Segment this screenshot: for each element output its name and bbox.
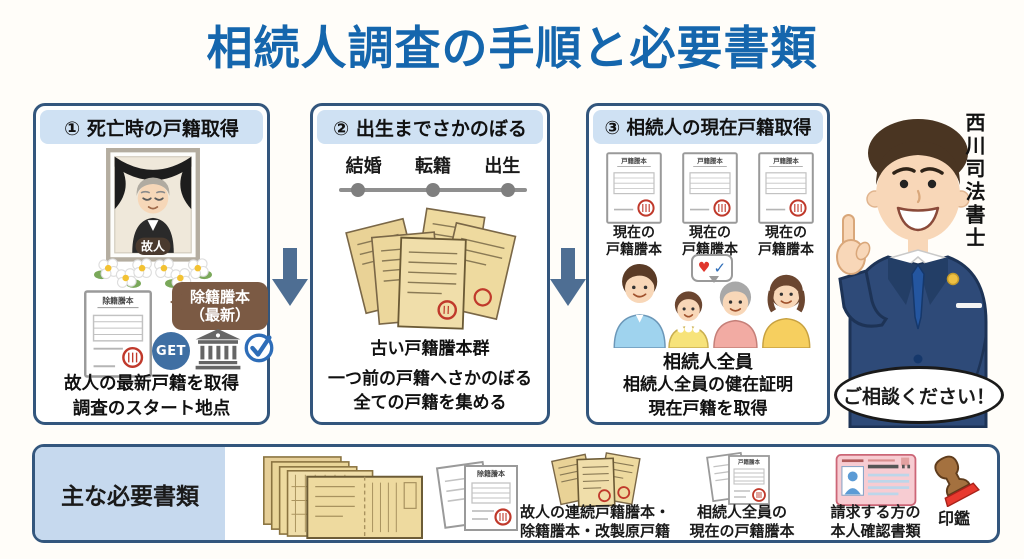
heart-check-badge: ♥ ✓ — [691, 254, 733, 283]
step1-caption-line1: 故人の最新戸籍を取得 — [64, 374, 239, 394]
timeline-label-birth: 出生 — [484, 156, 521, 177]
step3-caption: 相続人全員の健在証明 現在戸籍を取得 — [589, 374, 827, 422]
svg-text:戸籍謄本: 戸籍謄本 — [621, 156, 647, 165]
current-koseki-document-icon: 戸籍謄本 — [606, 152, 662, 224]
bubble-line1: 除籍謄本 — [189, 288, 250, 306]
step1-heading: ① 死亡時の戸籍取得 — [40, 110, 263, 144]
step1-caption: 故人の最新戸籍を取得 調査のスタート地点 — [36, 372, 267, 421]
flower-decoration-icon — [94, 258, 212, 288]
doc-item-caption: 請求する方の 本人確認書類 — [830, 503, 921, 540]
doc-item: 戸籍謄本 相続人全員の 現在の戸籍謄本 — [657, 447, 827, 540]
doc-caption: 現在の戸籍謄本 — [758, 225, 814, 258]
svg-text:戸籍謄本: 戸籍謄本 — [738, 458, 761, 466]
portrait-label: 故人 — [141, 239, 166, 254]
doc-item: 印鑑 — [911, 447, 997, 540]
down-arrow-icon — [272, 248, 308, 306]
removed-koseki-documents-icon: 除籍謄本 — [435, 460, 518, 531]
step2-caption-line1: 一つ前の戸籍へさかのぼる — [328, 369, 532, 389]
family-label: 相続人全員 — [663, 352, 753, 373]
bubble-line2: （最新） — [189, 306, 250, 324]
timeline-dot — [501, 183, 515, 197]
required-docs-label: 主な必要書類 — [35, 447, 225, 540]
stamp-icon — [934, 455, 980, 507]
get-badge: GET — [152, 332, 190, 370]
down-arrow-icon — [550, 248, 586, 306]
svg-text:除籍謄本: 除籍謄本 — [477, 469, 505, 478]
timeline: 結婚 転籍 出生 — [329, 152, 537, 198]
step1-panel: ① 死亡時の戸籍取得 故人 — [33, 103, 274, 425]
funeral-portrait-icon: 故人 — [94, 148, 212, 288]
doc-item: 故人の連続戸籍謄本・ 除籍謄本・改製原戸籍 — [505, 447, 685, 540]
svg-text:戸籍謄本: 戸籍謄本 — [773, 156, 799, 165]
scrivener-name: 西川司法書士 — [962, 112, 986, 250]
current-koseki-documents-icon: 戸籍謄本 — [706, 451, 770, 505]
doc-caption: 現在の戸籍謄本 — [606, 225, 662, 258]
id-card-icon — [835, 454, 916, 506]
timeline-dot — [351, 183, 365, 197]
doc-item-caption: 相続人全員の 現在の戸籍謄本 — [689, 503, 795, 540]
timeline-dot — [426, 183, 440, 197]
doc-item: 請求する方の 本人確認書類 — [803, 447, 948, 540]
document-header: 除籍謄本 — [102, 296, 133, 306]
speech-text: ご相談ください！ — [842, 385, 995, 408]
step2-heading: ② 出生までさかのぼる — [317, 110, 543, 144]
doc-item-caption: 印鑑 — [937, 509, 970, 528]
svg-text:戸籍謄本: 戸籍謄本 — [697, 156, 723, 165]
step3-caption-line2: 現在戸籍を取得 — [648, 398, 768, 419]
current-koseki-document-icon: 戸籍謄本 — [682, 152, 738, 224]
step1-caption-line2: 調査のスタート地点 — [72, 398, 231, 419]
check-icon: ✓ — [713, 258, 727, 277]
speech-bubble: ご相談ください！ — [834, 366, 1004, 424]
doc-caption: 現在の戸籍謄本 — [682, 225, 738, 258]
old-documents-icon — [345, 207, 517, 330]
latest-koseki-bubble: 除籍謄本 （最新） — [170, 282, 268, 330]
doc-item-caption: 故人の連続戸籍謄本・ 除籍謄本・改製原戸籍 — [519, 503, 670, 540]
step3-panel: ③ 相続人の現在戸籍取得 戸籍謄本 戸籍謄本 — [586, 103, 830, 425]
step2-caption: 一つ前の戸籍へさかのぼる 全ての戸籍を集める — [313, 368, 547, 416]
family-illustration — [613, 263, 811, 348]
required-docs-bar: 主な必要書類 除籍謄本 — [32, 444, 1000, 543]
page-title: 相続人調査の手順と必要書類 — [206, 21, 818, 75]
step2-caption-line2: 全ての戸籍を集める — [353, 392, 507, 413]
koseki-document-icon: 除籍謄本 — [84, 290, 152, 378]
step3-heading: ③ 相続人の現在戸籍取得 — [593, 110, 823, 144]
timeline-label-transfer: 転籍 — [414, 156, 451, 177]
step2-panel: ② 出生までさかのぼる 結婚 転籍 出生 — [310, 103, 550, 425]
old-koseki-documents-icon — [551, 452, 641, 507]
current-koseki-document-icon: 戸籍謄本 — [758, 152, 814, 224]
register-book-stack-icon — [263, 456, 423, 540]
heart-icon: ♥ — [697, 260, 711, 276]
old-docs-label: 古い戸籍謄本群 — [370, 339, 490, 359]
check-icon — [244, 333, 274, 363]
step3-caption-line1: 相続人全員の健在証明 — [623, 375, 793, 395]
timeline-label-marriage: 結婚 — [345, 156, 382, 177]
government-building-icon — [195, 329, 241, 370]
